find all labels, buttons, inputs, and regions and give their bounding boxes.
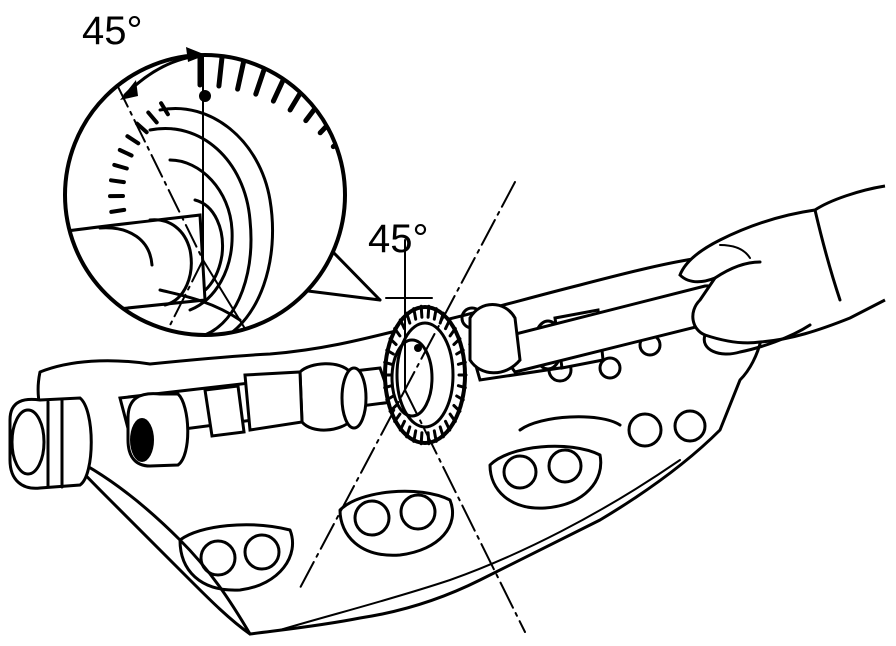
gear-tooth xyxy=(438,425,445,439)
gear-tooth xyxy=(109,178,126,185)
gear-tooth xyxy=(216,55,226,89)
gear-tooth xyxy=(398,318,406,331)
gear-tooth xyxy=(405,425,412,439)
gear-tooth xyxy=(419,431,424,446)
gear-tooth xyxy=(355,159,390,178)
gear-tooth xyxy=(452,337,462,346)
detail-angle-label: 45° xyxy=(82,9,143,53)
gear-tooth xyxy=(432,429,438,443)
gear-tooth xyxy=(117,148,134,158)
gear-tooth xyxy=(159,101,170,117)
gear-tooth xyxy=(146,110,159,125)
gear-tooth xyxy=(388,404,398,413)
gear-tooth xyxy=(438,311,445,325)
gear-tooth xyxy=(393,412,402,423)
gear-tooth xyxy=(385,394,395,402)
hand xyxy=(678,184,886,356)
gear-tooth xyxy=(448,412,457,423)
gear-tooth xyxy=(330,118,345,150)
gear-tooth xyxy=(385,348,395,356)
gear-tooth xyxy=(112,162,129,171)
gear-tooth xyxy=(426,304,431,319)
gear-tooth xyxy=(393,327,402,338)
gear-tooth xyxy=(432,307,438,321)
camshaft-gear xyxy=(382,304,468,446)
gear-tooth xyxy=(383,360,394,366)
gear-angle-label: 45° xyxy=(368,217,429,261)
gear-tooth xyxy=(455,348,465,356)
gear-tooth xyxy=(405,311,412,325)
gear-tooth xyxy=(455,394,465,402)
gear-tooth xyxy=(456,360,467,366)
detail-leader xyxy=(298,250,382,302)
gear-tooth xyxy=(448,327,457,338)
gear-tooth xyxy=(419,304,424,319)
gear-tooth xyxy=(444,419,452,432)
gear-tooth xyxy=(375,269,415,271)
gear-tooth xyxy=(109,207,127,214)
gear-tooth xyxy=(363,180,400,195)
gear-tooth xyxy=(342,136,345,165)
gear-tooth xyxy=(388,337,398,346)
gear-tooth xyxy=(412,429,418,443)
gear-tooth xyxy=(456,384,467,390)
gear-tooth xyxy=(125,134,141,146)
gear-tooth xyxy=(373,288,413,294)
camshaft-pulley-end xyxy=(8,396,93,490)
valve-pockets xyxy=(178,306,707,592)
timing-lines xyxy=(299,181,526,633)
gear-tooth xyxy=(452,404,462,413)
gear-tooth xyxy=(135,121,149,135)
gear-tooth xyxy=(383,384,394,390)
gear-tooth xyxy=(412,307,418,321)
gear-tooth xyxy=(398,419,406,432)
detail-magnifier xyxy=(63,47,415,337)
gear-tooth xyxy=(444,318,452,331)
gear-tooth xyxy=(369,307,408,318)
gear-tooth xyxy=(369,202,408,213)
